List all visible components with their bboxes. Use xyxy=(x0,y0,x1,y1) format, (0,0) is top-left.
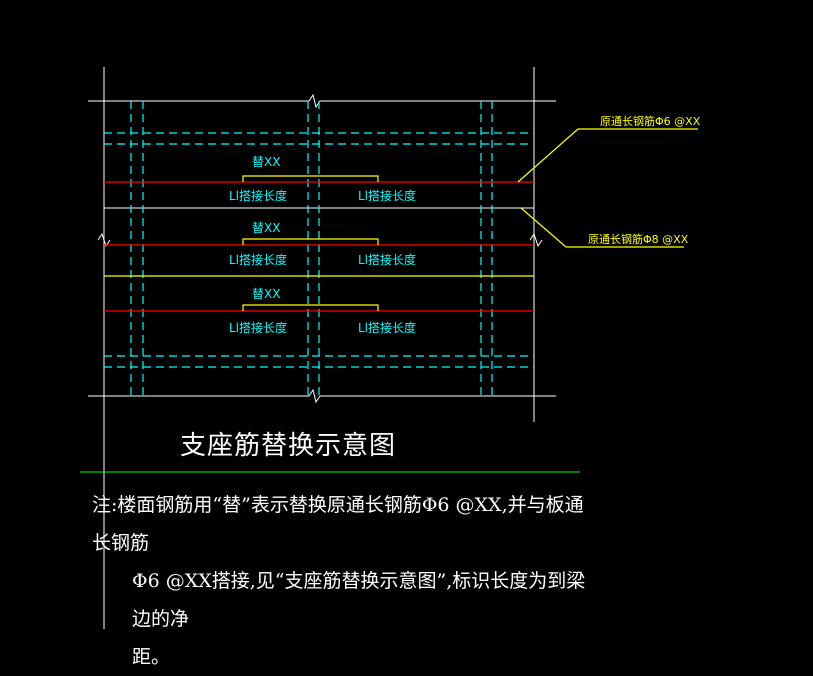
replace-bar-1 xyxy=(242,175,379,182)
lap-right-label-2: Ll搭接长度 xyxy=(358,252,416,267)
replace-bar-2 xyxy=(242,238,379,245)
note-line-3: 距。 xyxy=(132,646,171,668)
callout-bottom-label: 原通长钢筋Φ8 @XX xyxy=(588,232,689,246)
note-line-2: Φ6 @XX搭接,见“支座筋替换示意图”,标识长度为到梁边的净 xyxy=(132,570,586,630)
bottom-break-line xyxy=(88,388,556,404)
right-break-mark xyxy=(529,232,543,248)
lap-left-label-1: Ll搭接长度 xyxy=(229,188,287,203)
beam-dashed-lines xyxy=(104,101,534,396)
replace-label-2: 替XX xyxy=(252,221,280,235)
lap-right-label-1: Ll搭接长度 xyxy=(358,188,416,203)
lap-right-label-3: Ll搭接长度 xyxy=(358,320,416,335)
replace-label-3: 替XX xyxy=(252,287,280,301)
note-line-1: 注:楼面钢筋用“替”表示替换原通长钢筋Φ6 @XX,并与板通长钢筋 xyxy=(92,494,584,554)
callout-top-label: 原通长钢筋Φ6 @XX xyxy=(600,114,701,128)
note-text: 注:楼面钢筋用“替”表示替换原通长钢筋Φ6 @XX,并与板通长钢筋 Φ6 @XX… xyxy=(92,486,592,676)
callout-leader-top xyxy=(517,128,698,183)
diagram-title: 支座筋替换示意图 xyxy=(180,431,397,461)
left-break-mark xyxy=(97,232,111,248)
replace-bar-3 xyxy=(242,304,379,311)
lap-left-label-2: Ll搭接长度 xyxy=(229,252,287,267)
replace-label-1: 替XX xyxy=(252,155,280,169)
callout-leader-bottom xyxy=(520,207,684,248)
rebar-lines xyxy=(104,128,698,312)
lap-left-label-3: Ll搭接长度 xyxy=(229,320,287,335)
top-break-line xyxy=(88,93,556,109)
diagram-labels: 替XX Ll搭接长度 Ll搭接长度 替XX Ll搭接长度 Ll搭接长度 替XX … xyxy=(229,114,701,335)
drawing-canvas: 替XX Ll搭接长度 Ll搭接长度 替XX Ll搭接长度 Ll搭接长度 替XX … xyxy=(80,67,701,629)
